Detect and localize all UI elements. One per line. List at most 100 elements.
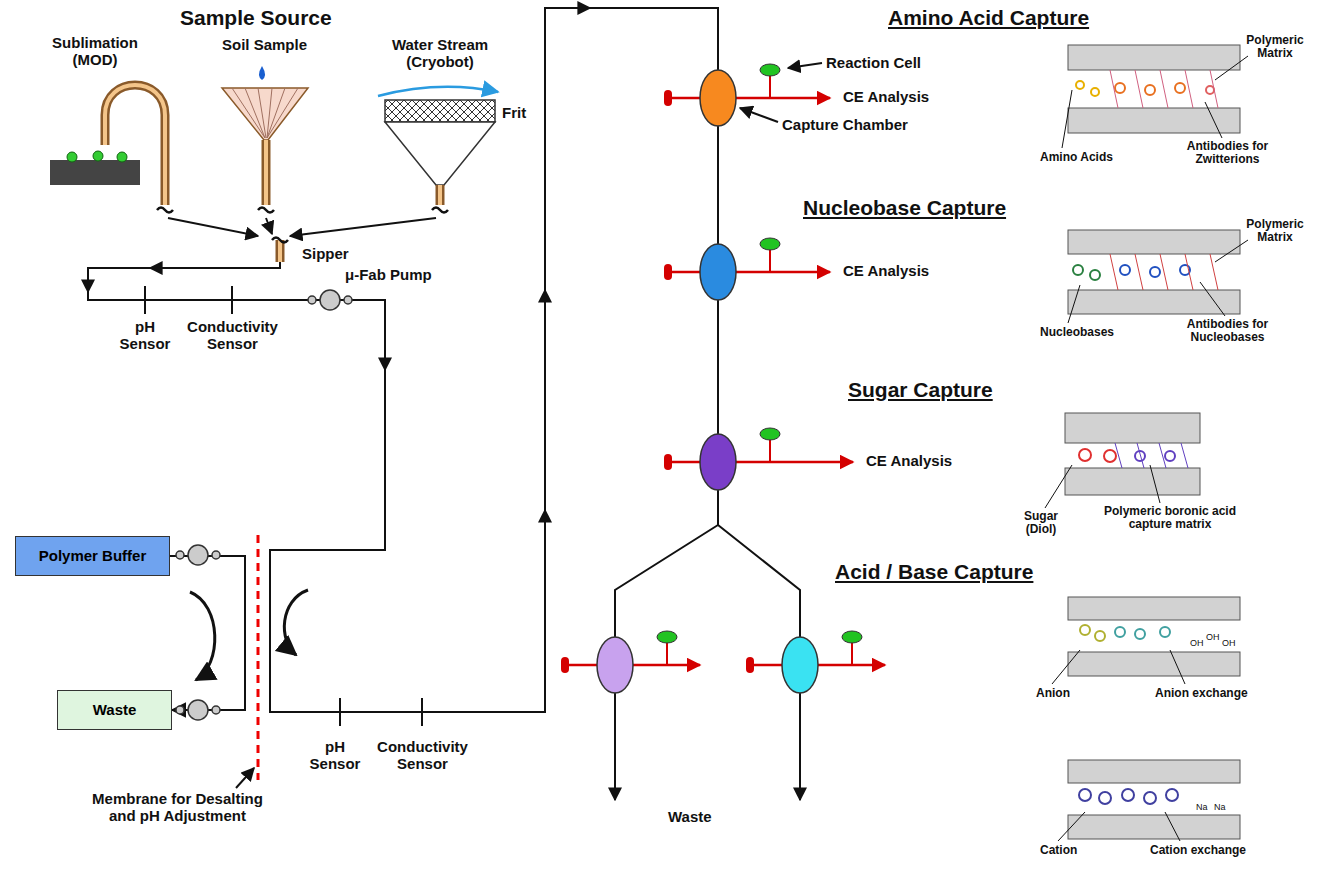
molecule [1120, 265, 1130, 275]
electrode [664, 90, 672, 106]
part-label: Polymeric Matrix [1244, 218, 1306, 244]
stem [769, 438, 771, 462]
molecule [1090, 270, 1100, 280]
matrix-strand [1110, 70, 1118, 108]
part-label: Anion [1036, 686, 1070, 700]
reaction-cell [760, 428, 780, 440]
molecule [1150, 267, 1160, 277]
part-label: OH [1222, 638, 1236, 648]
stem [769, 74, 771, 98]
capture-chamber [700, 434, 736, 490]
part-label: Anion exchange [1155, 686, 1248, 700]
capture-chamber [597, 637, 633, 693]
molecule [1095, 631, 1105, 641]
section-heading: Acid / Base Capture [835, 560, 1033, 584]
surface [50, 160, 140, 185]
part-label: Polymeric Matrix [1244, 34, 1306, 60]
matrix-strand [1210, 254, 1218, 290]
part-label: OH [1190, 638, 1204, 648]
matrix-strand [1135, 254, 1143, 290]
matrix-strand [1160, 70, 1168, 108]
electrode [664, 454, 672, 470]
part-label: Antibodies for Zwitterions [1170, 140, 1285, 166]
stem [851, 641, 853, 665]
part-label: Na [1214, 802, 1226, 812]
matrix-strand [1135, 70, 1143, 108]
part-label: Sublimation (MOD) [45, 34, 145, 68]
molecule [1076, 81, 1084, 89]
part-label: Sipper [302, 245, 349, 262]
matrix-strand [1115, 443, 1122, 468]
matrix-strand [1137, 443, 1144, 468]
box-text: Polymer Buffer [28, 547, 157, 565]
part-label: Polymeric boronic acid capture matrix [1095, 505, 1245, 531]
box-text: Waste [70, 701, 159, 719]
section-heading: Nucleobase Capture [803, 196, 1006, 220]
reaction-cell [657, 631, 677, 643]
molecule [1079, 449, 1091, 461]
part-label: Waste [668, 808, 712, 825]
molecule [1175, 83, 1185, 93]
molecule [1073, 265, 1083, 275]
part-label: Cation [1040, 843, 1077, 857]
matrix-strand [1110, 254, 1118, 290]
part-label: Membrane for Desalting and pH Adjustment [90, 790, 265, 824]
capture-chamber [700, 70, 736, 126]
molecule [1115, 627, 1125, 637]
part-label: Frit [502, 104, 526, 121]
section-heading: Sample Source [180, 6, 332, 30]
stem [769, 248, 771, 272]
matrix-strand [1159, 443, 1166, 468]
part-label: Nucleobases [1040, 325, 1114, 339]
waste-box: Waste [57, 690, 172, 730]
electrode [561, 657, 569, 673]
ce-line [672, 271, 830, 274]
part-label: Antibodies for Nucleobases [1170, 318, 1285, 344]
part-label: Conductivity Sensor [375, 738, 470, 772]
part-label: CE Analysis [866, 452, 952, 469]
part-label: Na [1196, 802, 1208, 812]
matrix-strand [1181, 443, 1188, 468]
part-label: CE Analysis [843, 262, 929, 279]
part-label: Water Stream (Cryobot) [385, 36, 495, 70]
reaction-cell [760, 238, 780, 250]
ce-line [672, 97, 830, 100]
part-label: Sugar (Diol) [1010, 510, 1072, 536]
molecule [1104, 450, 1116, 462]
capture-chamber [782, 637, 818, 693]
matrix-strand [1185, 254, 1193, 290]
part-label: Conductivity Sensor [185, 318, 280, 352]
connector [170, 556, 245, 710]
part-label: μ-Fab Pump [345, 266, 432, 283]
ce-line [754, 664, 885, 667]
molecule [1160, 627, 1170, 637]
molecule [1099, 792, 1111, 804]
molecule [1115, 83, 1125, 93]
matrix-strand [1185, 70, 1193, 108]
section-heading: Amino Acid Capture [888, 6, 1089, 30]
matrix-strand [1160, 254, 1168, 290]
ce-line [569, 664, 700, 667]
molecule [1144, 792, 1156, 804]
molecule [1206, 86, 1214, 94]
molecule [1135, 629, 1145, 639]
molecule [1166, 789, 1178, 801]
part-label: Amino Acids [1040, 150, 1113, 164]
molecule [1145, 85, 1155, 95]
molecule [1079, 789, 1091, 801]
buffer-box: Polymer Buffer [15, 536, 170, 576]
part-label: Reaction Cell [826, 54, 921, 71]
part-label: CE Analysis [843, 88, 929, 105]
part-label: OH [1206, 632, 1220, 642]
molecule [1091, 88, 1099, 96]
ce-line [672, 461, 853, 464]
part-label: pH Sensor [305, 738, 365, 772]
electrode [664, 264, 672, 280]
part-label: Soil Sample [222, 36, 307, 53]
molecule [1165, 451, 1175, 461]
molecule [1080, 625, 1090, 635]
matrix-strand [1210, 70, 1218, 108]
molecule [1122, 789, 1134, 801]
